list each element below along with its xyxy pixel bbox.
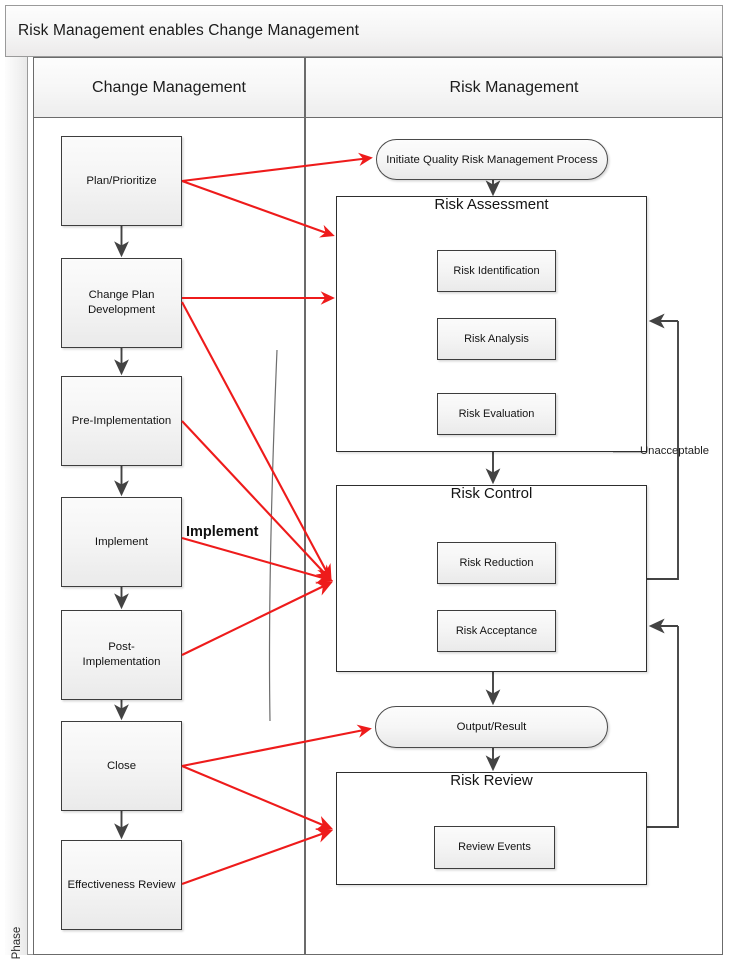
node-output-result[interactable]: Output/Result [375,706,608,748]
node-risk-evaluation[interactable]: Risk Evaluation [437,393,556,435]
page-title: Risk Management enables Change Managemen… [18,22,359,39]
node-close[interactable]: Close [61,721,182,811]
phase-label: Phase [11,926,23,960]
group-risk-control-title: Risk Control [450,485,533,502]
node-plan-prioritize[interactable]: Plan/Prioritize [61,136,182,226]
diagram-title-bar: Risk Management enables Change Managemen… [5,5,723,57]
lane-header-change-management: Change Management [33,57,305,118]
node-effectiveness-review[interactable]: Effectiveness Review [61,840,182,930]
label-implement-link: Implement [186,524,259,540]
label-unacceptable: Unacceptable [640,445,710,457]
node-pre-implementation[interactable]: Pre-Implementation [61,376,182,466]
node-risk-acceptance[interactable]: Risk Acceptance [437,610,556,652]
node-implement[interactable]: Implement [61,497,182,587]
node-review-events[interactable]: Review Events [434,826,555,869]
group-risk-assessment-title: Risk Assessment [434,196,549,213]
node-change-plan-development[interactable]: Change Plan Development [61,258,182,348]
node-risk-identification[interactable]: Risk Identification [437,250,556,292]
lane-header-label: Change Management [92,78,246,96]
lane-header-risk-management: Risk Management [305,57,723,118]
node-risk-reduction[interactable]: Risk Reduction [437,542,556,584]
lane-header-label: Risk Management [449,78,579,96]
phase-sidebar: Phase [5,57,28,959]
node-initiate-quality-risk-management-process[interactable]: Initiate Quality Risk Management Process [376,139,608,180]
node-post-implementation[interactable]: Post- Implementation [61,610,182,700]
group-risk-review-title: Risk Review [450,772,533,789]
node-risk-analysis[interactable]: Risk Analysis [437,318,556,360]
